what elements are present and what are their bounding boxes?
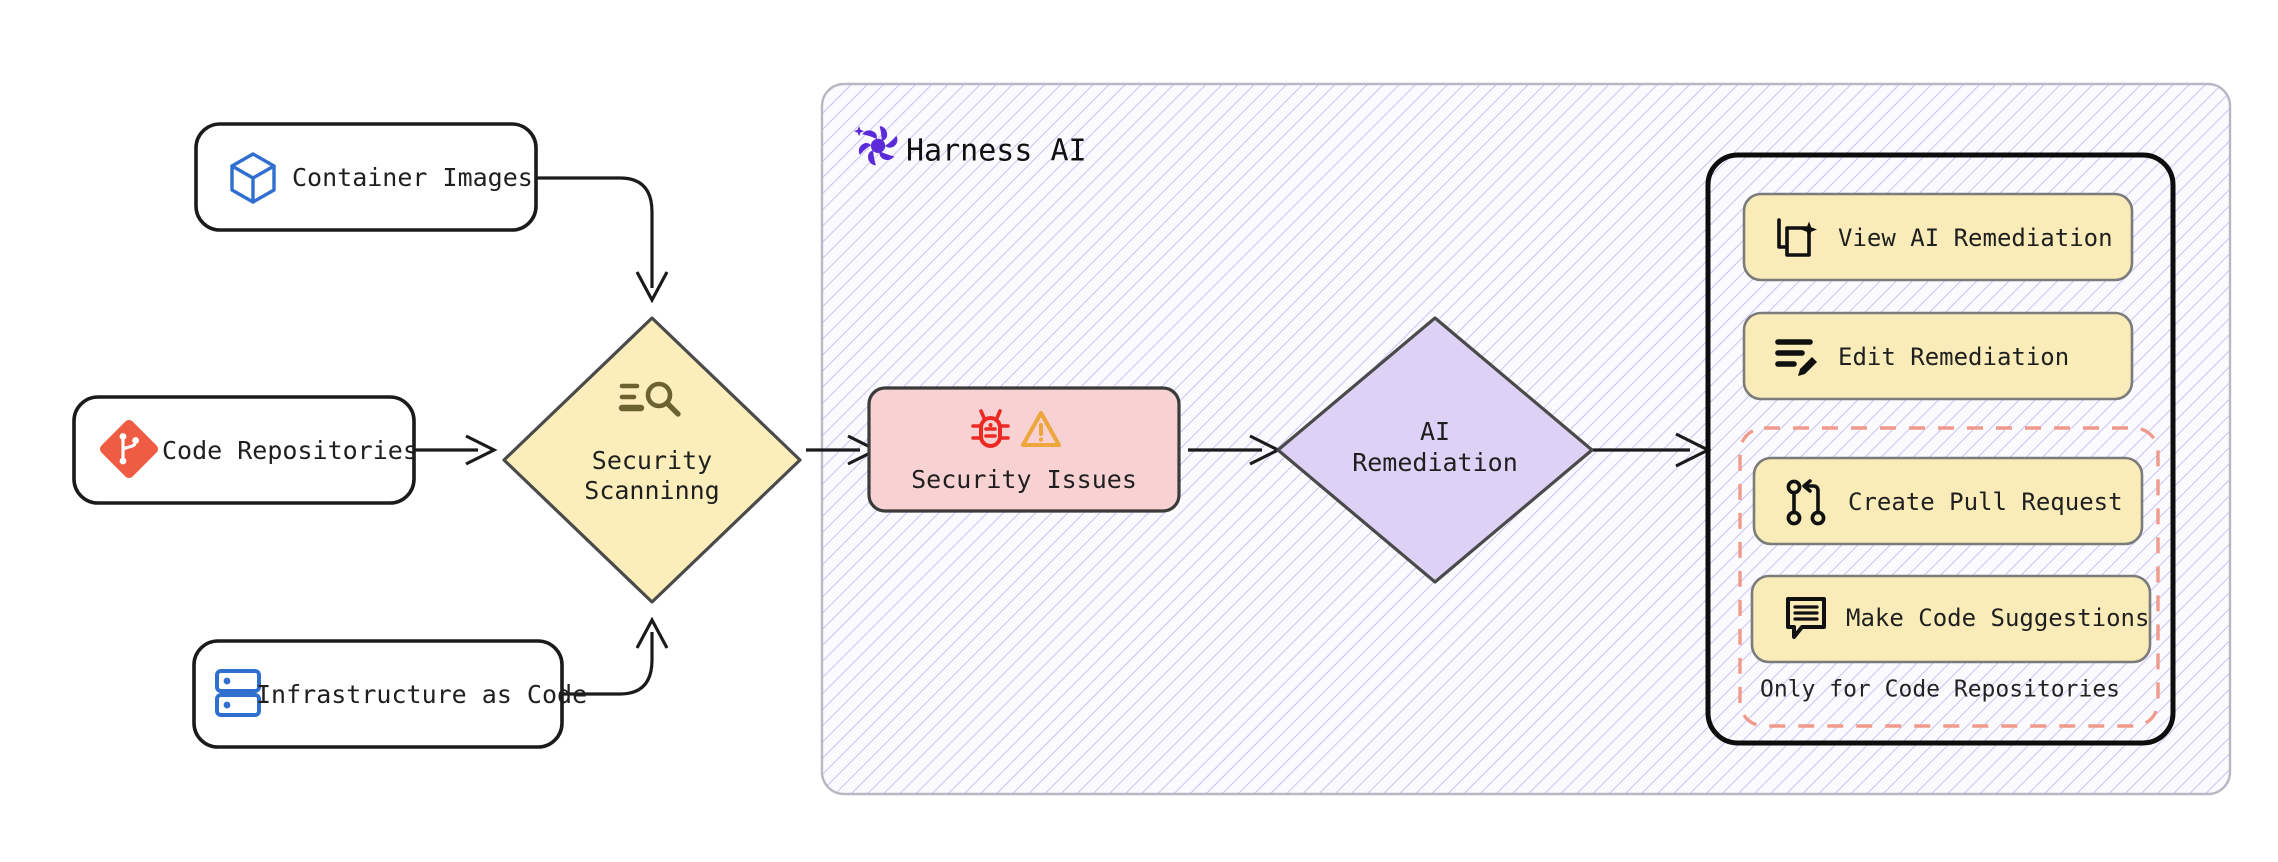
button-edit-remediation-shape (1742, 311, 2134, 401)
node-code-repositories-label: Code Repositories (162, 436, 418, 465)
warning-triangle-icon (1021, 411, 1061, 447)
button-make-code-suggestions-label: Make Code Suggestions (1846, 604, 2149, 632)
bug-icon (971, 409, 1010, 448)
edge-container-images-to-scan (536, 176, 669, 304)
pull-request-icon (1786, 479, 1826, 526)
actions-panel: View AI Remediation Edit Remediation (1705, 152, 2176, 746)
button-edit-remediation-label: Edit Remediation (1838, 343, 2069, 371)
node-infrastructure-as-code[interactable]: Infrastructure as Code (192, 639, 587, 749)
scan-search-icon (618, 381, 681, 417)
button-edit-remediation[interactable]: Edit Remediation (1742, 311, 2134, 401)
node-security-scanning-label-line2: Scanninng (584, 476, 719, 505)
server-stack-icon (215, 669, 261, 717)
node-security-scanning-shape (502, 316, 802, 604)
harness-pinwheel-icon (853, 126, 898, 166)
node-ai-remediation-label-line1: AI (1420, 417, 1450, 446)
node-ai-remediation-shape (1276, 316, 1594, 584)
node-security-scanning[interactable]: Security Scanninng (502, 316, 802, 604)
node-infrastructure-as-code-shape (192, 639, 564, 749)
node-code-repositories-shape (72, 395, 416, 505)
node-security-issues-label: Security Issues (911, 465, 1137, 494)
node-ai-remediation-label-line2: Remediation (1352, 448, 1518, 477)
node-security-scanning-label-line1: Security (592, 446, 712, 475)
edge-iac-to-scan (562, 616, 669, 696)
container-box-icon (230, 152, 276, 204)
node-container-images-label: Container Images (292, 163, 533, 192)
button-view-ai-remediation-shape (1742, 192, 2134, 282)
copy-sparkle-icon (1777, 218, 1817, 257)
node-ai-remediation[interactable]: AI Remediation (1276, 316, 1594, 584)
button-view-ai-remediation-label: View AI Remediation (1838, 224, 2113, 252)
node-code-repositories[interactable]: Code Repositories (72, 395, 418, 505)
node-security-issues[interactable]: Security Issues (867, 386, 1181, 513)
actions-panel-border (1705, 152, 2176, 746)
button-create-pull-request[interactable]: Create Pull Request (1752, 456, 2144, 546)
edge-code-repos-to-scan (414, 434, 498, 466)
node-container-images[interactable]: Container Images (194, 122, 538, 232)
button-view-ai-remediation[interactable]: View AI Remediation (1742, 192, 2134, 282)
restricted-group-border (1738, 426, 2160, 728)
button-make-code-suggestions[interactable]: Make Code Suggestions (1750, 574, 2152, 664)
git-branch-diamond-icon (99, 419, 159, 479)
lines-pencil-icon (1775, 339, 1817, 376)
node-container-images-shape (194, 122, 538, 232)
harness-ai-title: Harness AI (906, 134, 1087, 169)
button-create-pull-request-shape (1752, 456, 2144, 546)
node-security-issues-shape (867, 386, 1181, 513)
comment-lines-icon (1786, 597, 1826, 639)
button-create-pull-request-label: Create Pull Request (1848, 488, 2123, 516)
restricted-group-caption: Only for Code Repositories (1760, 677, 2120, 703)
node-infrastructure-as-code-label: Infrastructure as Code (256, 680, 587, 709)
button-make-code-suggestions-shape (1750, 574, 2152, 664)
